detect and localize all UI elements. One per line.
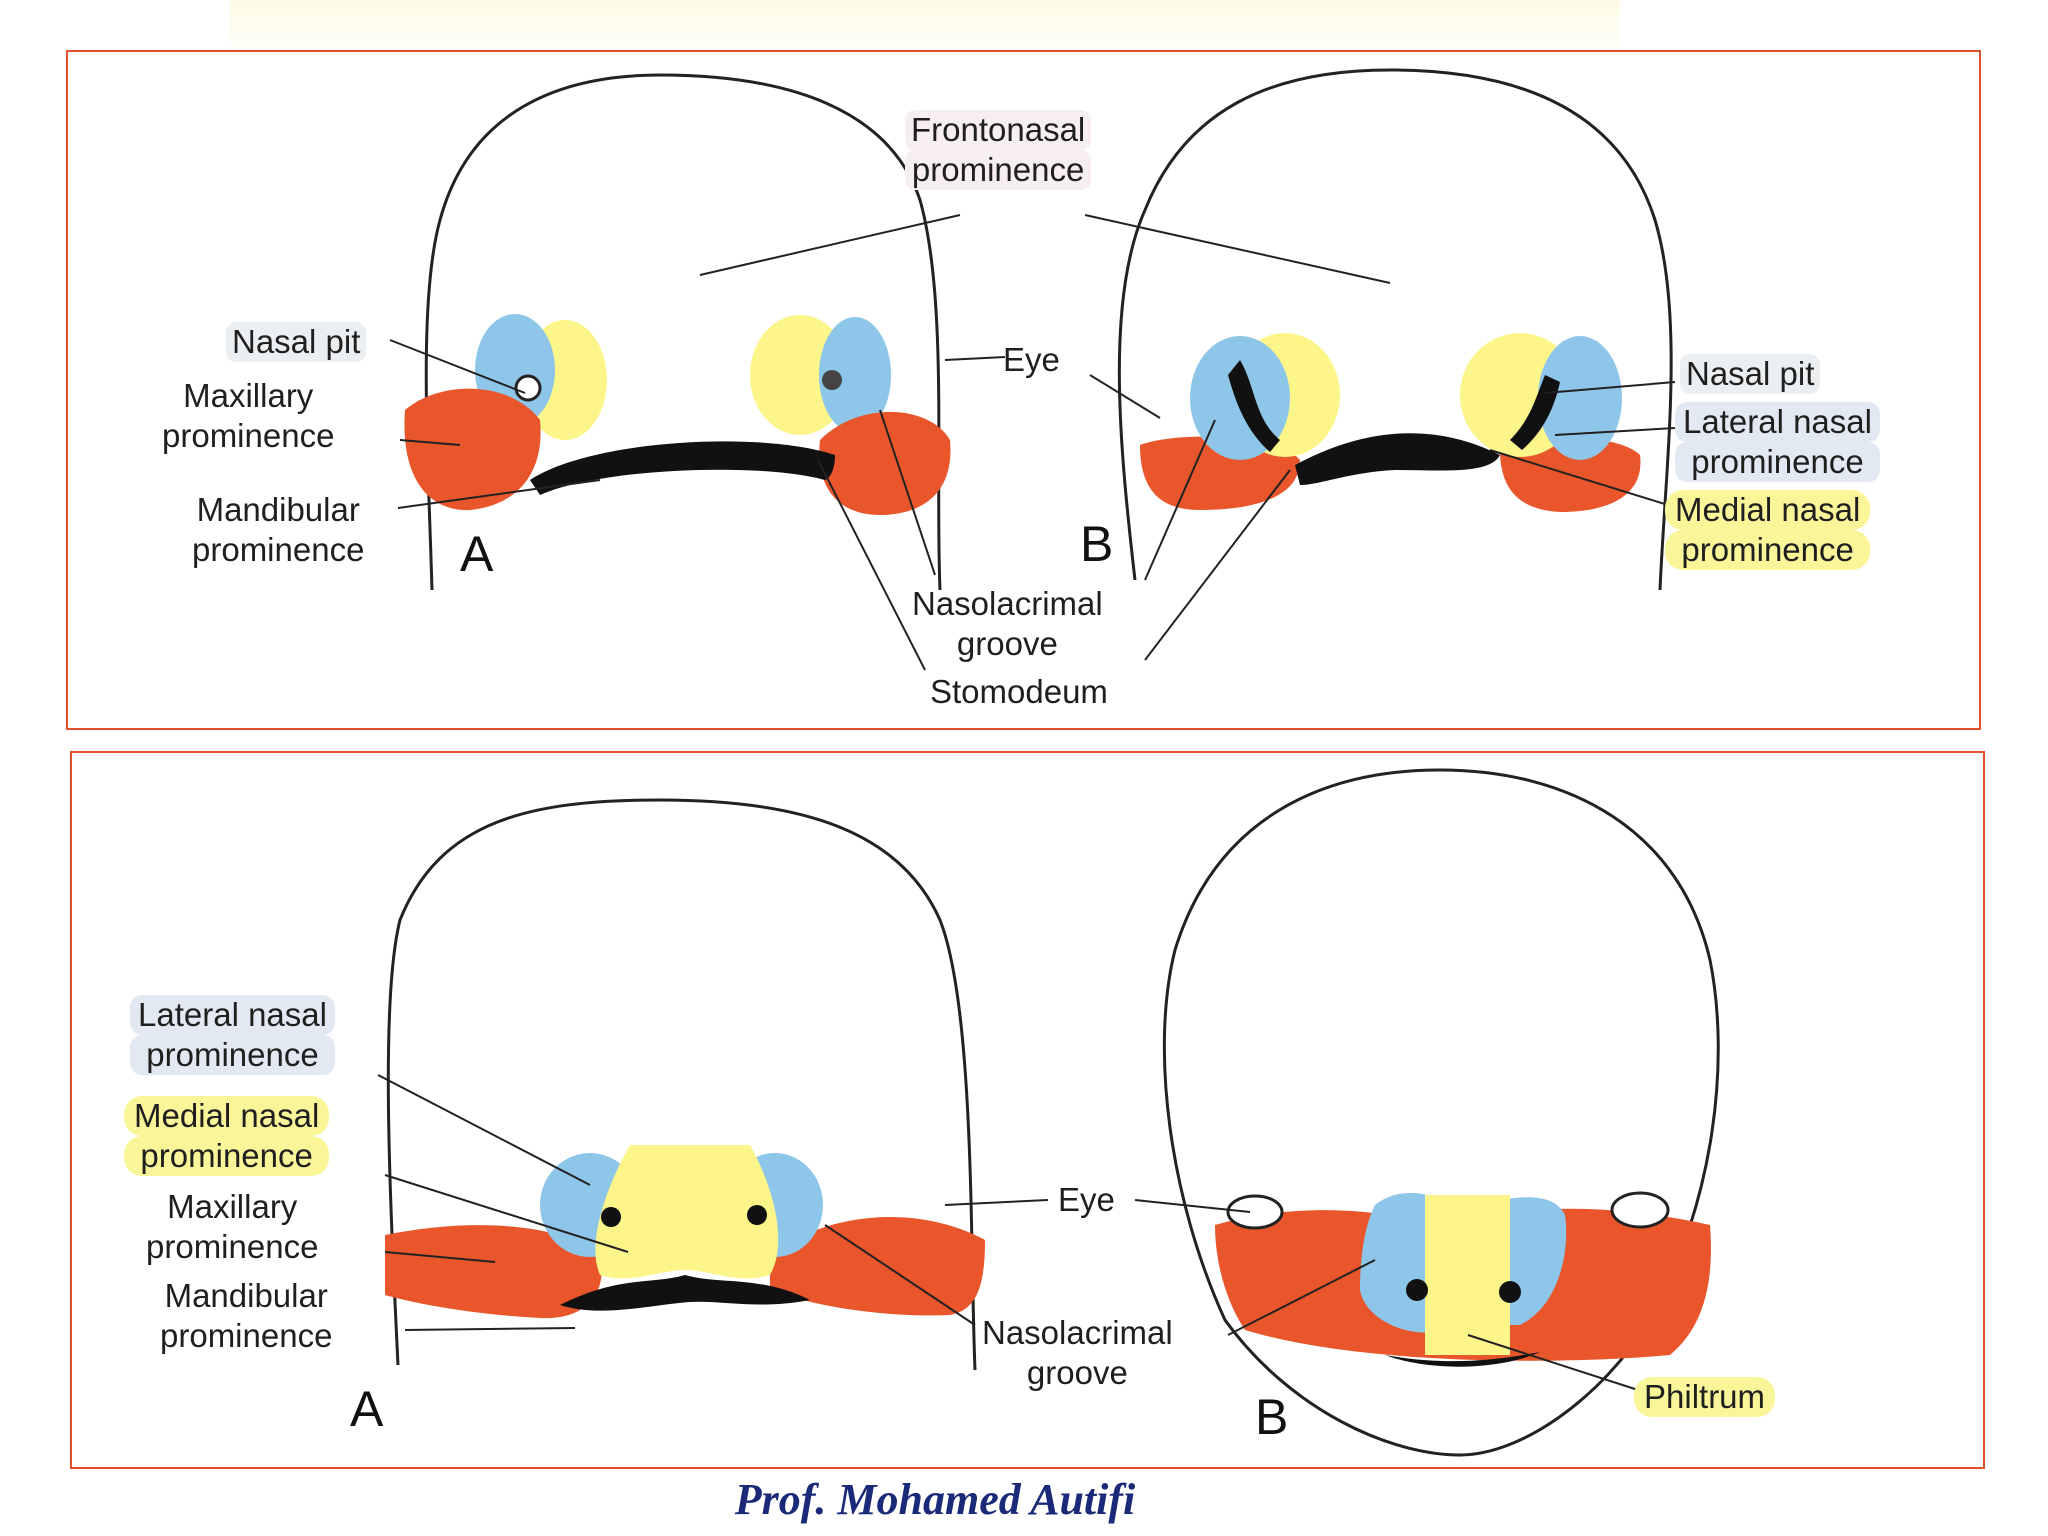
figure-letter-b-top: B [1080,516,1114,572]
head-b-top-outline [1117,68,1673,591]
head-a-top-outline [424,73,942,591]
figure-letter-b-bottom: B [1255,1389,1289,1445]
head-a-bottom-outline [386,798,977,1371]
label-line: Mandibular [196,491,360,528]
label-line: Nasolacrimal [912,585,1103,622]
label-nasolacrimal-groove-top: Nasolacrimal groove [912,584,1103,664]
author-signature: Prof. Mohamed Autifi [734,1475,1136,1524]
label-lateral-nasal-prominence-bottom: Lateral nasal prominence [130,995,335,1075]
label-line: Mandibular [164,1277,328,1314]
label-nasal-pit-left: Nasal pit [226,322,367,362]
head-b-bottom-prominences [1215,1191,1711,1367]
label-line: prominence [192,531,365,568]
label-stomodeum: Stomodeum [930,672,1108,712]
label-line: prominence [124,1136,330,1176]
label-nasal-pit-right: Nasal pit [1680,354,1821,394]
label-mandibular-prominence-bottom: Mandibular prominence [160,1276,332,1356]
head-b-bottom-outline [1162,768,1720,1457]
label-line: Nasal pit [226,322,367,362]
label-nasolacrimal-groove-bottom: Nasolacrimal groove [982,1313,1173,1393]
label-lateral-nasal-prominence-right: Lateral nasal prominence [1675,402,1880,482]
label-line: Maxillary [167,1188,298,1225]
label-line: Frontonasal [905,110,1092,150]
header-band [230,0,1620,48]
label-medial-nasal-prominence-right: Medial nasal prominence [1665,490,1871,570]
label-line: Eye [1003,341,1060,378]
figure-letter-a-top: A [460,526,494,582]
label-mandibular-prominence-left: Mandibular prominence [192,490,364,570]
label-line: prominence [130,1035,335,1075]
head-a-top-prominences [404,314,951,515]
label-line: Eye [1058,1181,1115,1218]
label-line: Lateral nasal [1675,402,1880,442]
label-line: Lateral nasal [130,995,335,1035]
label-maxillary-prominence-left: Maxillary prominence [162,376,334,456]
leader-lines [377,214,1676,1391]
label-line: Medial nasal [124,1096,330,1136]
label-line: Nasal pit [1680,354,1821,394]
label-line: Philtrum [1634,1377,1776,1417]
label-medial-nasal-prominence-bottom: Medial nasal prominence [124,1096,330,1176]
label-maxillary-prominence-bottom: Maxillary prominence [146,1187,318,1267]
head-a-bottom-prominences [385,1145,985,1319]
label-eye-top: Eye [1003,340,1060,380]
label-line: groove [956,625,1058,662]
label-line: prominence [905,150,1092,190]
label-line: prominence [160,1317,333,1354]
label-line: prominence [146,1228,319,1265]
label-line: groove [1026,1354,1128,1391]
label-line: Maxillary [183,377,314,414]
head-b-top-prominences [1140,333,1641,512]
label-line: Medial nasal [1665,490,1871,530]
label-line: Nasolacrimal [982,1314,1173,1351]
label-frontonasal-prominence: Frontonasal prominence [905,110,1092,190]
label-line: prominence [162,417,335,454]
label-philtrum: Philtrum [1634,1377,1776,1417]
label-eye-bottom: Eye [1058,1180,1115,1220]
label-line: Stomodeum [930,673,1108,710]
figure-letter-a-bottom: A [350,1381,384,1437]
label-line: prominence [1665,530,1871,570]
label-line: prominence [1675,442,1880,482]
